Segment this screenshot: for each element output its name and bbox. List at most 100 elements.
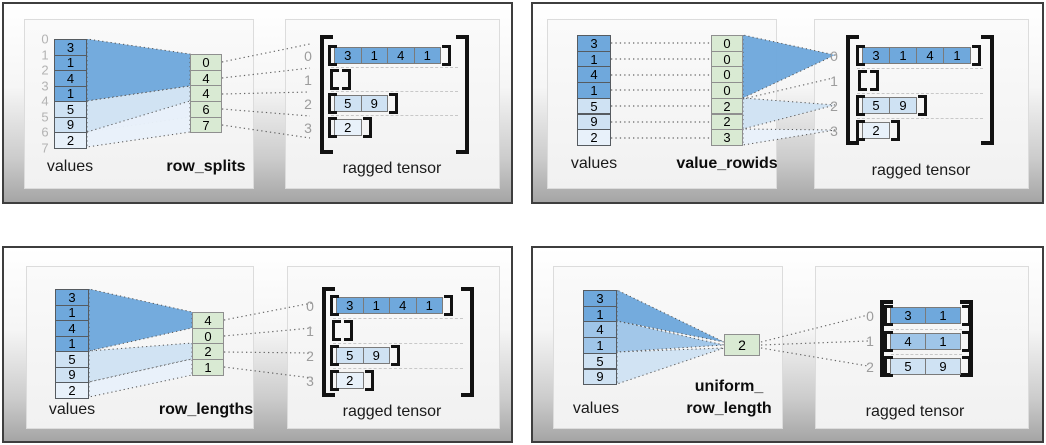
row-bracket-right bbox=[962, 305, 971, 326]
tensor-row-index: 1 bbox=[866, 333, 874, 349]
tensor-outer-bracket-right bbox=[981, 35, 994, 145]
tensor-cell: 4 bbox=[387, 47, 415, 64]
values-label: values bbox=[570, 155, 618, 172]
value-cell: 1 bbox=[54, 85, 87, 102]
tensor-row-separator bbox=[857, 118, 983, 119]
value-cell: 2 bbox=[54, 132, 87, 149]
values-label: values bbox=[46, 158, 94, 175]
encoder-cell: 6 bbox=[190, 101, 222, 118]
row-bracket-right bbox=[344, 320, 353, 341]
encoder-label: value_rowids bbox=[676, 155, 778, 172]
row-bracket-left bbox=[884, 305, 893, 326]
tensor-row-separator bbox=[331, 115, 458, 116]
value-cell: 1 bbox=[583, 305, 617, 323]
tensor-row-separator bbox=[333, 318, 463, 319]
tensor-row-separator bbox=[857, 68, 983, 69]
tensor-cell: 5 bbox=[890, 358, 926, 375]
row-bracket-left bbox=[856, 95, 865, 116]
tensor-cell: 3 bbox=[336, 297, 364, 314]
row-bracket-left bbox=[884, 356, 893, 377]
row-bracket-left bbox=[330, 295, 339, 316]
tensor-cell: 1 bbox=[415, 297, 443, 314]
tensor-outer-bracket-right bbox=[461, 287, 474, 397]
tensor-cell: 3 bbox=[862, 47, 890, 64]
row-bracket-left bbox=[330, 370, 339, 391]
encoder-cell: 2 bbox=[724, 334, 760, 356]
tensor-row-index: 1 bbox=[306, 322, 314, 339]
row-bracket-right bbox=[442, 45, 451, 66]
tensor-row-index: 0 bbox=[306, 297, 314, 314]
tensor-outer-bracket-right bbox=[456, 35, 469, 154]
row-bracket-right bbox=[391, 345, 400, 366]
tensor-cell: 9 bbox=[925, 358, 961, 375]
value-cell: 9 bbox=[55, 366, 89, 383]
tensor-row-separator bbox=[333, 343, 463, 344]
tensor-cell: 1 bbox=[925, 332, 961, 350]
row-bracket-right bbox=[972, 45, 981, 66]
tensor-row-index: 3 bbox=[304, 119, 312, 136]
encoder-cell: 4 bbox=[192, 312, 224, 329]
tensor-cell: 9 bbox=[360, 95, 388, 112]
value-cell: 1 bbox=[54, 54, 87, 71]
tensor-cell: 4 bbox=[890, 332, 926, 350]
tensor-outer-bracket-left bbox=[846, 35, 859, 145]
tensor-outer-bracket-left bbox=[322, 287, 335, 397]
row-bracket-right bbox=[891, 120, 900, 141]
value-boundary-index: 3 bbox=[41, 78, 49, 93]
value-cell: 5 bbox=[583, 352, 617, 370]
tensor-row-index: 3 bbox=[306, 372, 314, 389]
encoder-cell: 7 bbox=[190, 116, 222, 134]
row-bracket-left bbox=[856, 45, 865, 66]
tensor-cell: 3 bbox=[334, 47, 362, 64]
row-bracket-right bbox=[870, 70, 879, 91]
encoder-cell: 2 bbox=[711, 113, 743, 131]
tensor-cell: 2 bbox=[334, 119, 362, 136]
encoder-cell: 0 bbox=[192, 327, 224, 345]
tensor-row-index: 3 bbox=[830, 122, 838, 139]
row-bracket-right bbox=[362, 117, 372, 138]
value-cell: 1 bbox=[55, 304, 89, 321]
tensor-cell: 1 bbox=[925, 307, 961, 324]
encoder-label: row_splits bbox=[166, 158, 246, 175]
encoder-cell: 4 bbox=[190, 69, 222, 87]
tensor-row-separator bbox=[891, 328, 962, 330]
encoder-cell: 0 bbox=[711, 82, 743, 99]
value-cell: 3 bbox=[577, 35, 611, 52]
value-cell: 4 bbox=[583, 321, 617, 339]
row-bracket-left bbox=[858, 70, 867, 91]
value-cell: 3 bbox=[54, 39, 87, 56]
value-cell: 1 bbox=[55, 335, 89, 352]
tensor-cell: 5 bbox=[334, 95, 362, 112]
encoder-label: uniform_ bbox=[694, 378, 764, 395]
tensor-cell: 9 bbox=[362, 347, 390, 364]
tensor-cell: 1 bbox=[943, 47, 971, 64]
value-cell: 1 bbox=[583, 337, 617, 354]
value-cell: 1 bbox=[577, 82, 611, 99]
value-boundary-index: 6 bbox=[41, 124, 49, 140]
tensor-row-separator bbox=[331, 91, 458, 92]
value-cell: 3 bbox=[583, 290, 617, 307]
encoder-cell: 0 bbox=[711, 35, 743, 52]
values-label: values bbox=[48, 401, 96, 418]
tensor-cell: 1 bbox=[413, 47, 441, 64]
ragged-tensor-label: ragged tensor bbox=[342, 160, 442, 177]
row-bracket-right bbox=[389, 93, 398, 114]
value-cell: 5 bbox=[55, 351, 89, 368]
tensor-cell: 5 bbox=[862, 97, 890, 114]
encoder-cell: 0 bbox=[190, 54, 222, 71]
tensor-row-index: 2 bbox=[866, 358, 874, 375]
row-bracket-left bbox=[330, 345, 339, 366]
value-cell: 3 bbox=[55, 289, 89, 306]
row-bracket-left bbox=[328, 93, 337, 114]
value-cell: 4 bbox=[577, 66, 611, 84]
row-bracket-right bbox=[342, 69, 351, 90]
row-bracket-left bbox=[330, 69, 339, 90]
value-cell: 9 bbox=[54, 116, 87, 133]
encoder-label: row_lengths bbox=[158, 401, 254, 418]
row-bracket-left bbox=[328, 45, 337, 66]
tensor-row-index: 1 bbox=[304, 71, 312, 88]
ragged-tensor-label: ragged tensor bbox=[871, 162, 971, 179]
tensor-row-index: 2 bbox=[304, 95, 312, 112]
value-cell: 2 bbox=[55, 382, 89, 399]
